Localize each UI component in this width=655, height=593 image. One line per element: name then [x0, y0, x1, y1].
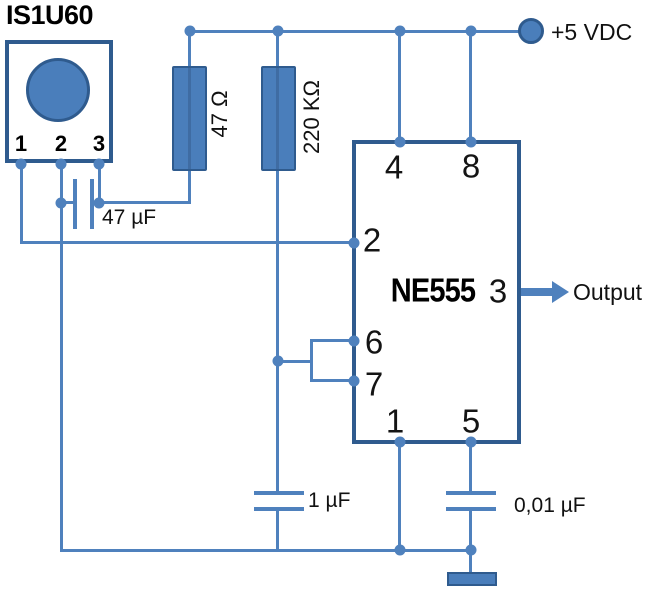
junction-dot — [55, 158, 67, 170]
ic-body — [352, 140, 521, 444]
power-label: +5 VDC — [551, 19, 633, 45]
junction-dot — [348, 375, 360, 387]
ic-pin-4-label: 4 — [384, 148, 404, 186]
ic-pin-2-label: 2 — [362, 221, 382, 259]
junction-dot — [348, 335, 360, 347]
wire-cap47-left — [60, 201, 75, 204]
sensor-pin3-label: 3 — [92, 131, 106, 156]
ic-name-label: NE555 — [390, 271, 476, 309]
cap1-plate-top — [254, 491, 304, 495]
sensor-pin2-label: 2 — [54, 131, 68, 156]
wire-bottom-rail — [60, 549, 472, 552]
wire-top-rail — [190, 30, 520, 33]
wire-ic-pin5 — [469, 440, 472, 492]
cap1-plate-bottom — [254, 507, 304, 511]
wire-ic-pin4 — [398, 30, 401, 144]
junction-dot — [93, 197, 105, 209]
wire-ic-pin1 — [398, 440, 401, 552]
cap1-label: 1 µF — [308, 489, 351, 512]
ic-pin-1-label: 1 — [385, 402, 405, 440]
ic-pin-6-label: 6 — [364, 323, 384, 361]
junction-dot — [394, 25, 406, 37]
wire-cap001-bottom — [469, 509, 472, 574]
resistor-47 — [172, 66, 207, 171]
wire-tap-67 — [276, 360, 313, 363]
ic-pin-8-label: 8 — [461, 147, 481, 185]
junction-dot — [394, 544, 406, 556]
wire-sensor-pin1 — [20, 163, 23, 244]
sensor-lens-icon — [26, 58, 90, 122]
junction-dot — [15, 158, 27, 170]
wire-bracket-pin7 — [310, 379, 354, 382]
resistor-47-label: 47 Ω — [207, 90, 232, 138]
wire-trigger — [20, 241, 354, 244]
wire-sensor-pin3 — [98, 163, 101, 204]
junction-dot — [348, 237, 360, 249]
junction-dot — [184, 25, 196, 37]
cap47-plate-left — [73, 179, 77, 229]
cap47-plate-right — [90, 179, 94, 229]
cap47-label: 47 µF — [102, 206, 157, 229]
ic-pin-3-label: 3 — [488, 272, 508, 310]
wire-bracket-vertical — [310, 339, 313, 382]
cap001-label: 0,01 µF — [514, 494, 586, 517]
wire-sensor-pin2 — [60, 163, 63, 552]
cap001-plate-bottom — [446, 507, 496, 511]
sensor-title: IS1U60 — [6, 0, 94, 30]
junction-dot — [93, 158, 105, 170]
junction-dot — [272, 355, 284, 367]
wire-cap1-bottom — [276, 509, 279, 552]
wire-cap47-right — [92, 201, 191, 204]
ic-pin-7-label: 7 — [364, 365, 384, 403]
output-arrow-tail — [521, 288, 554, 296]
junction-dot — [465, 136, 477, 148]
wire-r220-vertical — [276, 30, 279, 492]
junction-dot — [465, 436, 477, 448]
cap001-plate-top — [446, 491, 496, 495]
wire-ic-pin8 — [469, 30, 472, 144]
junction-dot — [465, 544, 477, 556]
resistor-220k-lead — [276, 68, 279, 169]
resistor-220k — [261, 66, 296, 171]
resistor-220k-label: 220 KΩ — [299, 80, 324, 154]
power-terminal-icon — [518, 18, 544, 44]
output-label: Output — [573, 279, 643, 305]
resistor-47-lead — [188, 68, 191, 169]
junction-dot — [394, 436, 406, 448]
junction-dot — [272, 25, 284, 37]
junction-dot — [55, 197, 67, 209]
ic-pin-5-label: 5 — [461, 402, 481, 440]
ground-icon — [447, 572, 497, 586]
wire-bracket-pin6 — [310, 339, 354, 342]
output-arrow-icon — [552, 281, 569, 303]
sensor-pin1-label: 1 — [14, 131, 28, 156]
junction-dot — [394, 136, 406, 148]
junction-dot — [465, 25, 477, 37]
